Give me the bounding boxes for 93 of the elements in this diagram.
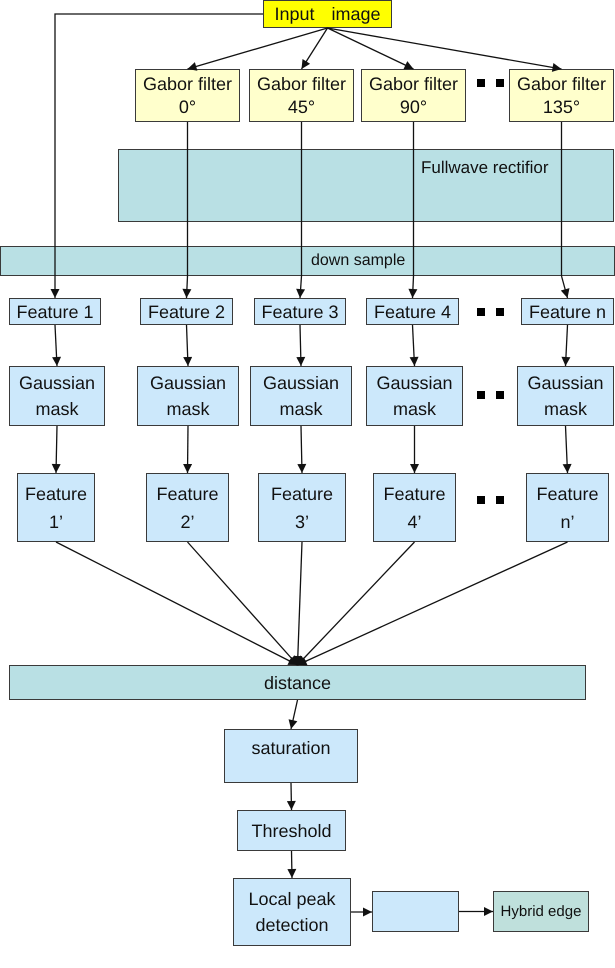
arrow: [50, 276, 60, 298]
process-box: [366, 298, 459, 325]
node-label: Input image: [274, 3, 381, 25]
node-label: Gaussian mask: [148, 372, 228, 421]
node-label: down sample: [311, 251, 406, 271]
process-box: [373, 473, 456, 542]
arrow: [52, 324, 62, 366]
arrow: [459, 907, 493, 916]
node-label: Feature n: [528, 300, 606, 322]
arrow: [286, 782, 296, 810]
process-box: [517, 366, 614, 426]
process-box: [146, 473, 229, 542]
arrow: [297, 541, 568, 666]
connector-line: [560, 222, 562, 246]
filter-box: [509, 69, 614, 122]
arrow: [408, 276, 418, 298]
process-box: [137, 366, 239, 426]
node-label: distance: [264, 672, 332, 694]
node-label: Feature n’: [535, 482, 600, 534]
node-label: Feature 2’: [155, 482, 220, 534]
input-box: [263, 0, 392, 28]
arrow: [327, 27, 414, 70]
node-label: Gaussian mask: [18, 372, 96, 421]
node-label: Threshold: [251, 820, 332, 842]
arrow: [187, 542, 298, 666]
process-box: [233, 878, 351, 946]
node-label: Gaussian mask: [526, 372, 605, 421]
arrow: [351, 908, 372, 916]
arrow: [183, 426, 192, 473]
node-label: Feature 4: [374, 300, 452, 322]
process-box: [521, 298, 614, 325]
arrow: [297, 542, 415, 666]
node-label: Gaussian mask: [262, 372, 340, 421]
arrow: [410, 324, 419, 366]
arrow: [327, 27, 562, 72]
arrow: [296, 276, 306, 298]
process-box: [366, 366, 463, 426]
process-box: [9, 366, 105, 426]
node-label: Feature 1: [16, 300, 94, 322]
blank-process-box: [372, 891, 459, 932]
arrow: [182, 276, 192, 298]
output-box: [493, 891, 589, 932]
process-box: [9, 298, 101, 325]
process-box: [258, 473, 346, 542]
node-label: Feature 3’: [270, 482, 334, 534]
arrow: [562, 426, 572, 474]
arrow: [288, 700, 298, 730]
node-label: Gabor filter 135°: [516, 72, 608, 118]
node-label: Feature 3: [261, 300, 339, 322]
node-label: Local peak detection: [247, 888, 337, 937]
node-label: Gabor filter 90°: [368, 72, 460, 118]
node-label: Fullwave rectifior: [421, 158, 549, 178]
node-label: Feature 2: [148, 300, 226, 322]
node-label: Gaussian mask: [375, 372, 454, 421]
process-band: [118, 149, 614, 222]
connector-line: [300, 222, 302, 246]
connector-line: [186, 222, 188, 246]
arrow: [52, 426, 61, 474]
process-box: [17, 473, 95, 542]
arrow: [560, 276, 570, 298]
arrow: [183, 324, 192, 366]
connector-line: [186, 122, 188, 149]
process-box: [140, 298, 233, 325]
filter-box: [249, 69, 354, 122]
arrow: [561, 324, 570, 366]
arrow: [187, 27, 328, 71]
process-band: [9, 665, 586, 700]
arrow: [287, 850, 296, 878]
arrow: [300, 28, 328, 70]
arrow: [297, 426, 306, 474]
filter-box: [361, 69, 466, 122]
node-label: Gabor filter 45°: [256, 72, 348, 118]
arrow: [293, 542, 303, 666]
node-label: Feature 4’: [382, 482, 447, 534]
arrow: [56, 541, 298, 666]
node-label: Hybrid edge: [500, 902, 582, 922]
node-label: Gabor filter 0°: [142, 72, 234, 118]
process-box: [526, 473, 609, 542]
node-label: saturation: [251, 737, 331, 759]
arrow: [410, 426, 419, 473]
process-box: [254, 298, 346, 325]
node-label: Feature 1’: [24, 482, 88, 534]
arrow: [296, 324, 306, 366]
process-box: [224, 729, 358, 783]
connector-line: [300, 122, 302, 149]
connector-line: [560, 122, 562, 149]
process-band: [0, 246, 615, 276]
connector-line: [54, 13, 263, 246]
filter-box: [135, 69, 240, 122]
process-box: [250, 366, 352, 426]
connector-line: [412, 222, 414, 246]
connector-line: [412, 122, 414, 149]
process-box: [237, 810, 346, 851]
